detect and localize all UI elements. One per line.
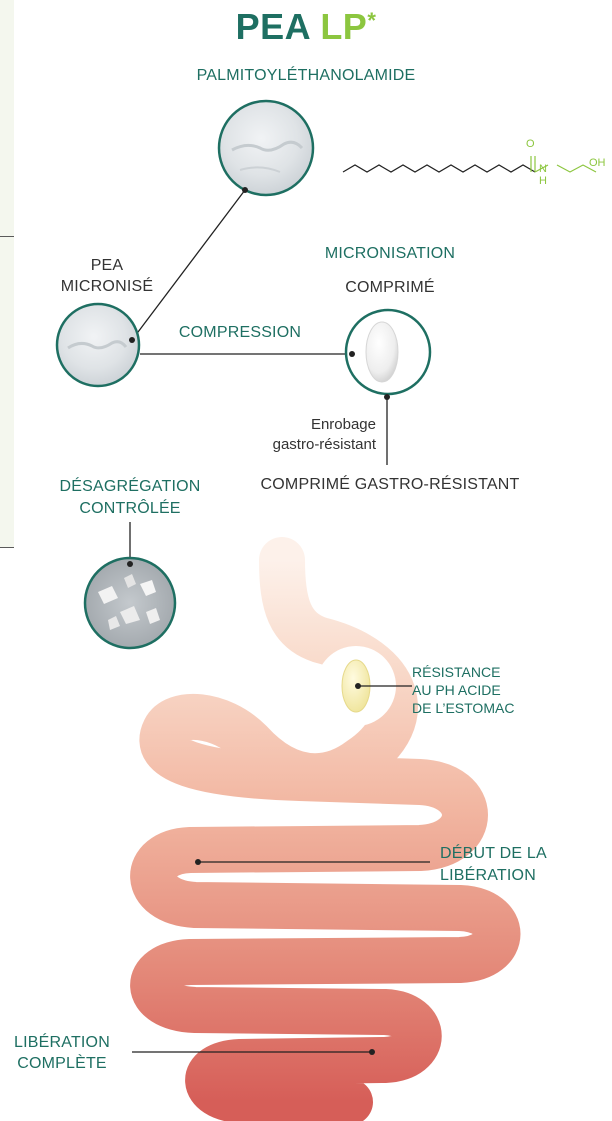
pea-molecule-structure <box>343 156 596 172</box>
comprime-label: COMPRIMÉ <box>300 277 480 298</box>
desagregation-label: DÉSAGRÉGATION CONTRÔLÉE <box>30 476 230 520</box>
comprime-circle <box>346 310 430 400</box>
micronisation-label: MICRONISATION <box>300 243 480 264</box>
atom-hydrogen: H <box>539 175 547 187</box>
atom-nitrogen: N <box>539 163 547 175</box>
pea-micronise-circle <box>57 304 139 386</box>
enrobage-label: Enrobage gastro-résistant <box>230 415 376 455</box>
desagregation-circle <box>85 558 175 648</box>
pea-micronise-label: PEA MICRONISÉ <box>52 255 162 297</box>
liberation-complete-label: LIBÉRATION COMPLÈTE <box>0 1032 124 1074</box>
digestive-tract <box>153 560 497 1102</box>
pea-powder-circle <box>219 101 313 195</box>
resistance-label: RÉSISTANCE AU PH ACIDE DE L’ESTOMAC <box>412 663 514 717</box>
compression-label: COMPRESSION <box>150 322 330 343</box>
comprime-gastro-label: COMPRIMÉ GASTRO-RÉSISTANT <box>240 474 540 495</box>
atom-oxygen: O <box>526 138 535 150</box>
atom-hydroxyl: OH <box>589 157 606 169</box>
debut-liberation-label: DÉBUT DE LA LIBÉRATION <box>440 843 547 887</box>
